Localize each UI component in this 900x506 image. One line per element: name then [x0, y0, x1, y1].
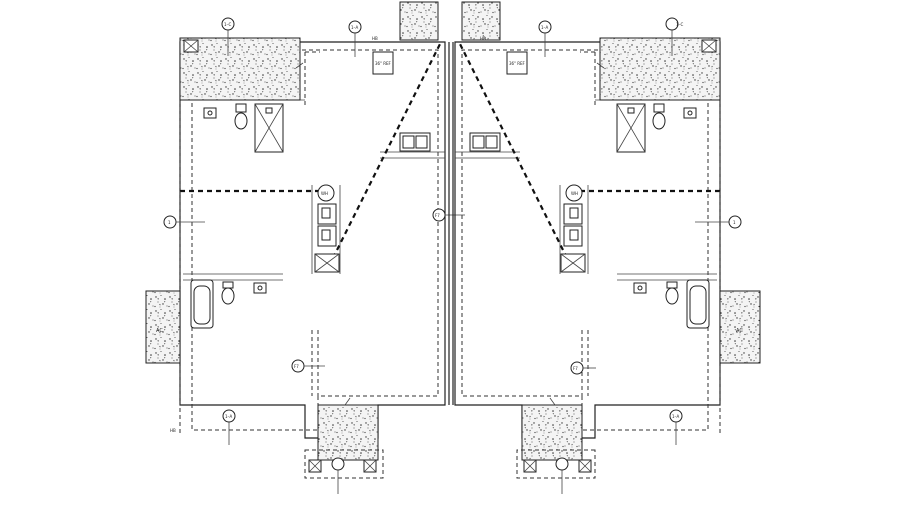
footing-tag-f7-right: F7: [573, 366, 578, 371]
section-tag-1-right: 1: [733, 220, 736, 225]
unit-right: [454, 1, 761, 494]
stoop-top-left: [399, 1, 439, 41]
svg-text:HB: HB: [170, 428, 176, 433]
svg-text:1–A: 1–A: [351, 25, 359, 30]
fridge-label-right: 36" REF: [509, 61, 526, 66]
hb-label-right: HB: [480, 36, 486, 41]
section-tag-1c-right: 1–C: [676, 22, 684, 27]
section-tag-1a-bottom-right: 1–A: [672, 414, 680, 419]
ac-pad-label-right: AC: [736, 328, 743, 334]
svg-text:F7: F7: [435, 213, 440, 218]
ac-pad-label-left: AC: [156, 328, 163, 334]
unit-left: WH 36" REF 1–C 1–A HB 1 F7 F7 1–A: [145, 1, 465, 494]
patio-slab-top-left: [179, 37, 301, 101]
svg-text:1–A: 1–A: [225, 414, 233, 419]
toilet-upper-left: [234, 112, 248, 130]
ac-pad-left: [145, 290, 181, 364]
diagonal-beam-left: [332, 43, 441, 259]
refrigerator-left: [372, 51, 394, 75]
svg-text:1–C: 1–C: [224, 22, 232, 27]
section-tag-1a-top-right: 1–A: [541, 25, 549, 30]
interior-wall-line-left: [190, 49, 439, 431]
hb-label-left: HB: [372, 36, 378, 41]
fridge-label-left: 36" REF: [375, 61, 392, 66]
water-heater-left: [317, 184, 335, 202]
unit-right-labels: 1–C 1–A 36" REF HB WH 1 F7 1–A AC: [480, 22, 743, 419]
exterior-wall-left: [179, 41, 446, 439]
entry-slab-left: [317, 404, 379, 461]
svg-text:F7: F7: [294, 364, 299, 369]
svg-text:1: 1: [168, 220, 171, 225]
wh-label-left: WH: [321, 191, 328, 196]
wh-label-right: WH: [571, 191, 578, 196]
toilet-lower-left: [221, 287, 235, 305]
